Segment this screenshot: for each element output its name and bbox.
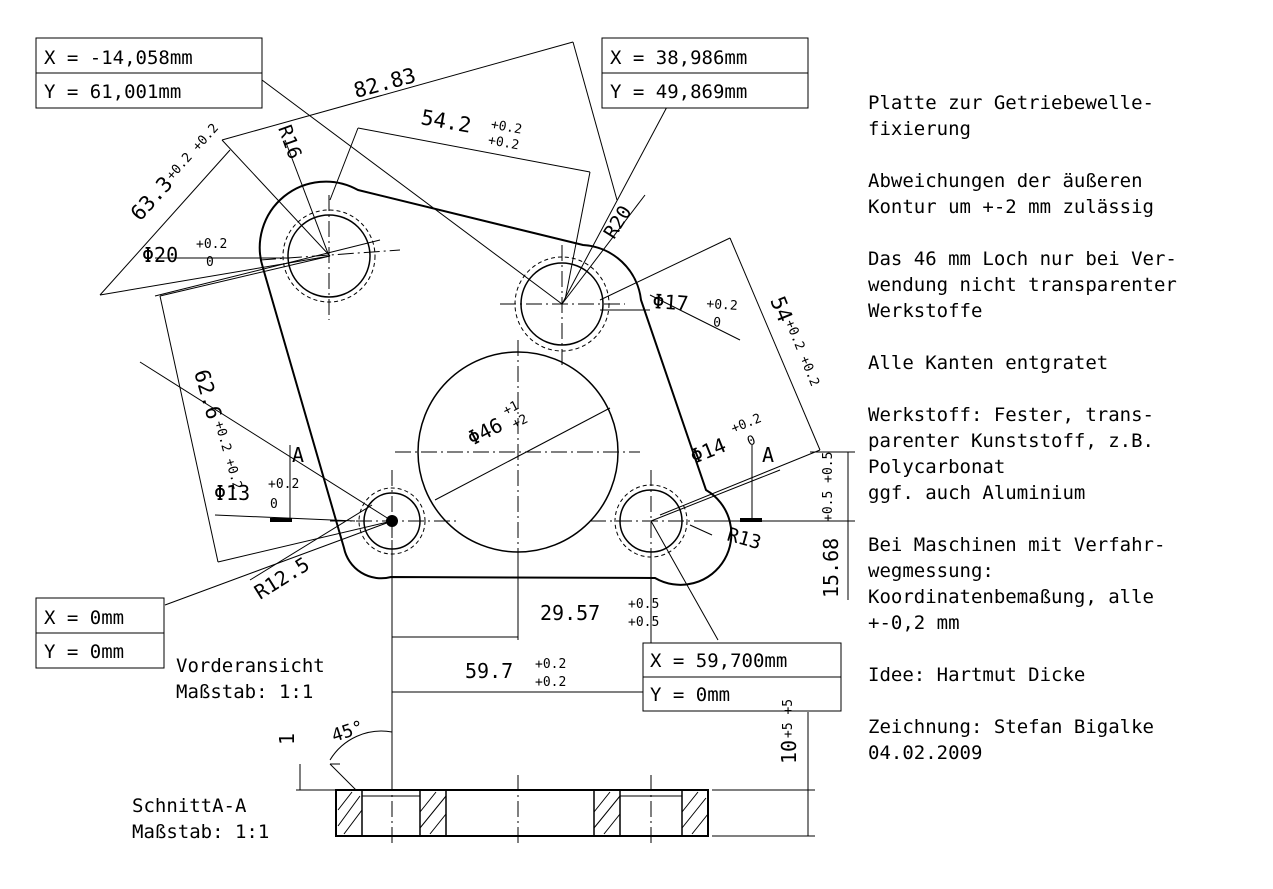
coord-y-top-left: Y = 61,001mm xyxy=(44,81,181,103)
dim-63-3-tol: +0.2 +0.2 xyxy=(164,121,222,183)
dim-phi13-tol-bottom: 0 xyxy=(270,497,278,512)
dim-phi46-tol-bottom: +2 xyxy=(510,412,531,432)
coord-box-top-left: X = -14,058mm Y = 61,001mm xyxy=(35,37,263,109)
dim-phi17: Φ17 xyxy=(652,289,690,315)
front-view-title: Vorderansicht xyxy=(176,655,325,677)
section-view-scale: Maßstab: 1:1 xyxy=(132,821,269,843)
dim-1: 1 xyxy=(275,733,299,745)
dim-82-83: 82.83 xyxy=(351,63,418,103)
dim-r16: R16 xyxy=(273,122,305,162)
dim-phi13-tol-top: +0.2 xyxy=(268,477,299,492)
notes-column: Platte zur Getriebewelle- fixierung Abwe… xyxy=(868,90,1268,792)
coord-x-origin: X = 0mm xyxy=(44,607,124,629)
dim-r12-5: R12.5 xyxy=(250,552,314,604)
section-view-title: SchnittA-A xyxy=(132,795,247,817)
dimension-lines xyxy=(99,41,855,730)
coord-x-top-left: X = -14,058mm xyxy=(44,47,193,69)
dim-phi46-tol-top: +1 xyxy=(501,398,522,418)
note-edges: Alle Kanten entgratet xyxy=(868,352,1109,374)
section-view xyxy=(296,712,815,845)
dim-phi20-tol-top: +0.2 xyxy=(196,237,227,252)
dim-10-tol: +5 +5 xyxy=(781,699,796,738)
dim-29-57: 29.57 xyxy=(540,601,600,625)
dim-phi46: Φ46 xyxy=(463,413,506,451)
coord-y-bottom-right: Y = 0mm xyxy=(650,684,730,706)
dim-phi14-tol-bottom: 0 xyxy=(745,433,758,450)
dim-phi20-tol-bottom: 0 xyxy=(206,255,214,270)
section-label-a-right: A xyxy=(762,443,774,467)
view-labels: Vorderansicht Maßstab: 1:1 SchnittA-A Ma… xyxy=(132,655,325,843)
dim-r13: R13 xyxy=(725,524,764,555)
dim-10: 10 xyxy=(777,740,801,764)
note-46mm-hole: Das 46 mm Loch nur bei Ver- wendung nich… xyxy=(868,248,1177,322)
dim-phi20: Φ20 xyxy=(142,243,178,267)
dim-phi17-tol-top: +0.2 xyxy=(706,297,738,314)
center-lines xyxy=(259,195,720,575)
note-drawing: Zeichnung: Stefan Bigalke 04.02.2009 xyxy=(868,716,1154,764)
plate-outline xyxy=(258,180,733,586)
holes xyxy=(282,209,688,558)
coord-box-top-right: X = 38,986mm Y = 49,869mm xyxy=(601,37,809,109)
dim-15-68-tol: +0.5 +0.5 xyxy=(821,452,836,522)
dim-r20: R20 xyxy=(600,202,637,243)
note-tolerance: Abweichungen der äußeren Kontur um +-2 m… xyxy=(868,170,1154,218)
coord-x-top-right: X = 38,986mm xyxy=(610,47,747,69)
dim-59-7: 59.7 xyxy=(465,659,513,683)
dim-angle-45: 45° xyxy=(329,717,366,747)
dim-29-57-tol-bottom: +0.5 xyxy=(628,615,659,630)
coord-box-bottom-right: X = 59,700mm Y = 0mm xyxy=(642,642,842,712)
dim-59-7-tol-top: +0.2 xyxy=(535,657,566,672)
dim-62-6: 62.6 xyxy=(189,367,226,422)
note-machines: Bei Maschinen mit Verfahr- wegmessung: K… xyxy=(868,534,1166,634)
section-label-a-left: A xyxy=(292,443,304,467)
dim-15-68: 15.68 xyxy=(819,538,843,598)
dim-phi17-tol-bottom: 0 xyxy=(713,315,722,331)
dim-54-2-tol-bottom: +0.2 xyxy=(487,133,520,153)
dim-phi14-tol-top: +0.2 xyxy=(729,411,764,437)
coord-y-top-right: Y = 49,869mm xyxy=(610,81,747,103)
dim-phi13: Φ13 xyxy=(214,481,250,505)
dim-59-7-tol-bottom: +0.2 xyxy=(535,675,566,690)
note-title: Platte zur Getriebewelle- fixierung xyxy=(868,92,1154,140)
dim-54-tol: +0.2 +0.2 xyxy=(782,318,822,389)
coord-x-bottom-right: X = 59,700mm xyxy=(650,650,787,672)
note-material: Werkstoff: Fester, trans- parenter Kunst… xyxy=(868,404,1154,504)
dim-54-2: 54.2 xyxy=(419,105,473,137)
dim-29-57-tol-top: +0.5 xyxy=(628,597,659,612)
note-idea: Idee: Hartmut Dicke xyxy=(868,664,1086,686)
dim-54-2-tol-top: +0.2 xyxy=(490,117,523,137)
dim-phi14: Φ14 xyxy=(687,433,729,469)
front-view-scale: Maßstab: 1:1 xyxy=(176,681,313,703)
coord-y-origin: Y = 0mm xyxy=(44,641,124,663)
coord-box-origin: X = 0mm Y = 0mm xyxy=(35,597,165,669)
